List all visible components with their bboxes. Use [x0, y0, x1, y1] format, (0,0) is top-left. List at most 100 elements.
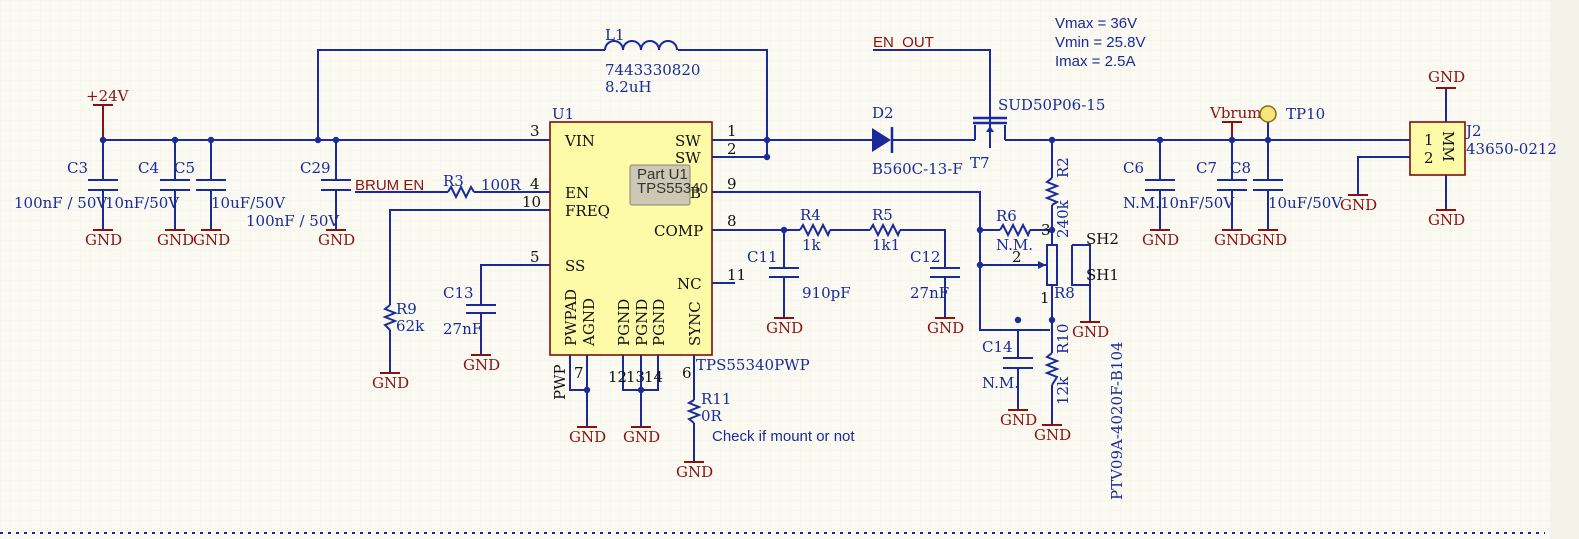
gnd-symbol[interactable]: GND: [157, 229, 194, 249]
r5-resistor[interactable]: R5 1k1: [869, 206, 901, 254]
gnd-symbol[interactable]: GND: [85, 229, 122, 249]
tp10-testpoint[interactable]: TP10: [1259, 105, 1325, 123]
design-notes: Vmax = 36V Vmin = 25.8V Imax = 2.5A: [1055, 15, 1145, 70]
r4-resistor[interactable]: R4 1k: [799, 206, 831, 254]
r11-value: 0R: [701, 407, 723, 425]
brum-en-net[interactable]: BRUM EN: [355, 177, 424, 194]
l1-inductor[interactable]: L1 7443330820 8.2uH: [604, 26, 700, 96]
u1-pin-pgnd3: PGND: [650, 299, 668, 346]
u1-pinnum-fb: 9: [727, 175, 737, 193]
u1-part: TPS55340PWP: [696, 356, 810, 374]
c8-capacitor[interactable]: C8 10uF/50V: [1230, 159, 1343, 212]
r2-resistor[interactable]: R2 240k: [1044, 157, 1072, 238]
note-vmax: Vmax = 36V: [1055, 15, 1137, 32]
j2-part: 43650-0212: [1466, 140, 1557, 158]
c29-ref: C29: [300, 159, 331, 177]
gnd-symbol[interactable]: GND: [1340, 194, 1377, 214]
gnd-symbol[interactable]: GND: [193, 229, 230, 249]
c13-capacitor[interactable]: C13 27nF: [443, 284, 496, 338]
u1-pin-sync: SYNC: [686, 301, 704, 346]
u1-pinnum-vin: 3: [530, 122, 540, 140]
gnd-symbol[interactable]: GND: [1034, 424, 1071, 444]
gnd-symbol[interactable]: GND: [1214, 229, 1251, 249]
u1-pin-pwpad: PWPAD: [562, 289, 580, 346]
u1-pinnum-nc: 11: [727, 266, 746, 284]
gnd-symbol[interactable]: GND: [569, 426, 606, 446]
c3-capacitor[interactable]: C3 100nF / 50V: [14, 159, 118, 212]
gnd-symbol[interactable]: GND: [1250, 229, 1287, 249]
u1-ic[interactable]: U1 TPS55340PWP VIN SW SW EN FREQ B COMP …: [522, 105, 810, 400]
u1-pin-comp: COMP: [654, 222, 703, 240]
gnd-symbol[interactable]: GND: [1072, 321, 1109, 341]
gnd-symbol[interactable]: GND: [1428, 209, 1465, 229]
gnd-symbol[interactable]: GND: [1000, 409, 1037, 429]
note-imax: Imax = 2.5A: [1055, 53, 1135, 70]
sh1-label: SH1: [1086, 266, 1119, 284]
gnd-label: GND: [1000, 411, 1037, 429]
c29-capacitor[interactable]: C29 100nF / 50V: [246, 159, 351, 230]
u1-ref: U1: [552, 105, 574, 123]
c11-value: 910pF: [802, 284, 851, 302]
r11-ref: R11: [701, 390, 731, 408]
u1-pin-nc: NC: [677, 275, 702, 293]
r9-value: 62k: [396, 317, 425, 335]
c12-capacitor[interactable]: C12 27nF: [910, 248, 960, 302]
c12-value: 27nF: [910, 284, 949, 302]
r10-resistor[interactable]: R10 12k: [1044, 324, 1072, 405]
gnd-symbol[interactable]: GND: [318, 229, 355, 249]
gnd-symbol[interactable]: GND: [1428, 68, 1465, 89]
r9-ref: R9: [396, 300, 417, 318]
brum-en-label: BRUM EN: [355, 177, 424, 194]
sh2-label: SH2: [1086, 230, 1119, 248]
r3-ref: R3: [443, 172, 464, 190]
r9-resistor[interactable]: R9 62k: [382, 300, 425, 335]
r6-resistor[interactable]: R6 N.M.: [996, 207, 1033, 254]
note-vmin: Vmin = 25.8V: [1055, 34, 1145, 51]
gnd-symbol[interactable]: GND: [1142, 229, 1179, 249]
c7-capacitor[interactable]: C7 10nF/50V: [1160, 159, 1247, 212]
c4-capacitor[interactable]: C4 10nF/50V: [105, 159, 190, 212]
gnd-label: GND: [318, 231, 355, 249]
gnd-label: GND: [1428, 211, 1465, 229]
d2-diode[interactable]: D2 B560C-13-F: [872, 104, 963, 178]
u1-pin-agnd: AGND: [580, 298, 598, 347]
j2-pin2: 2: [1424, 149, 1434, 167]
c6-capacitor[interactable]: C6 N.M.: [1123, 159, 1175, 212]
gnd-symbol[interactable]: GND: [372, 372, 409, 392]
r2-ref: R2: [1054, 157, 1072, 178]
part-tooltip: Part U1 TPS55340: [629, 164, 708, 206]
j2-connector[interactable]: 1 2 MM J2 43650-0212: [1409, 121, 1557, 176]
gnd-symbol[interactable]: GND: [766, 317, 803, 337]
r8-pin1: 1: [1040, 289, 1050, 307]
r11-resistor[interactable]: R11 0R Check if mount or not: [686, 390, 855, 445]
r11-note: Check if mount or not: [712, 428, 855, 445]
c13-value: 27nF: [443, 320, 482, 338]
c14-capacitor[interactable]: C14 N.M.: [982, 338, 1033, 392]
v24-power-port[interactable]: +24V: [86, 87, 130, 140]
r3-resistor[interactable]: R3 100R: [443, 172, 522, 200]
gnd-label: GND: [85, 231, 122, 249]
gnd-label: GND: [623, 428, 660, 446]
gnd-symbol[interactable]: GND: [463, 354, 500, 374]
shunt-jumpers[interactable]: SH2 SH1: [1086, 230, 1119, 284]
r8-potentiometer[interactable]: 3 2 1 R8 PTV09A-4020F-B104: [1012, 221, 1126, 500]
u1-pinnum-en: 4: [530, 175, 540, 193]
r10-value: 12k: [1054, 376, 1072, 405]
t7-mosfet[interactable]: SUD50P06-15 T7: [970, 96, 1105, 172]
r2-value: 240k: [1054, 199, 1072, 238]
j2-mark: MM: [1439, 131, 1457, 162]
c5-capacitor[interactable]: C5 10uF/50V: [174, 159, 286, 212]
gnd-symbol[interactable]: GND: [623, 426, 660, 446]
u1-body[interactable]: [549, 121, 713, 356]
gnd-symbol[interactable]: GND: [927, 317, 964, 337]
right-scrollbar-area[interactable]: [1550, 0, 1579, 539]
l1-part: 7443330820: [605, 61, 700, 79]
v24-label: +24V: [86, 87, 130, 105]
en-out-net[interactable]: EN_OUT: [873, 34, 934, 51]
c14-value: N.M.: [982, 374, 1019, 392]
c11-capacitor[interactable]: C11 910pF: [747, 248, 851, 302]
j2-ref: J2: [1464, 122, 1482, 140]
gnd-symbol[interactable]: GND: [676, 461, 713, 481]
